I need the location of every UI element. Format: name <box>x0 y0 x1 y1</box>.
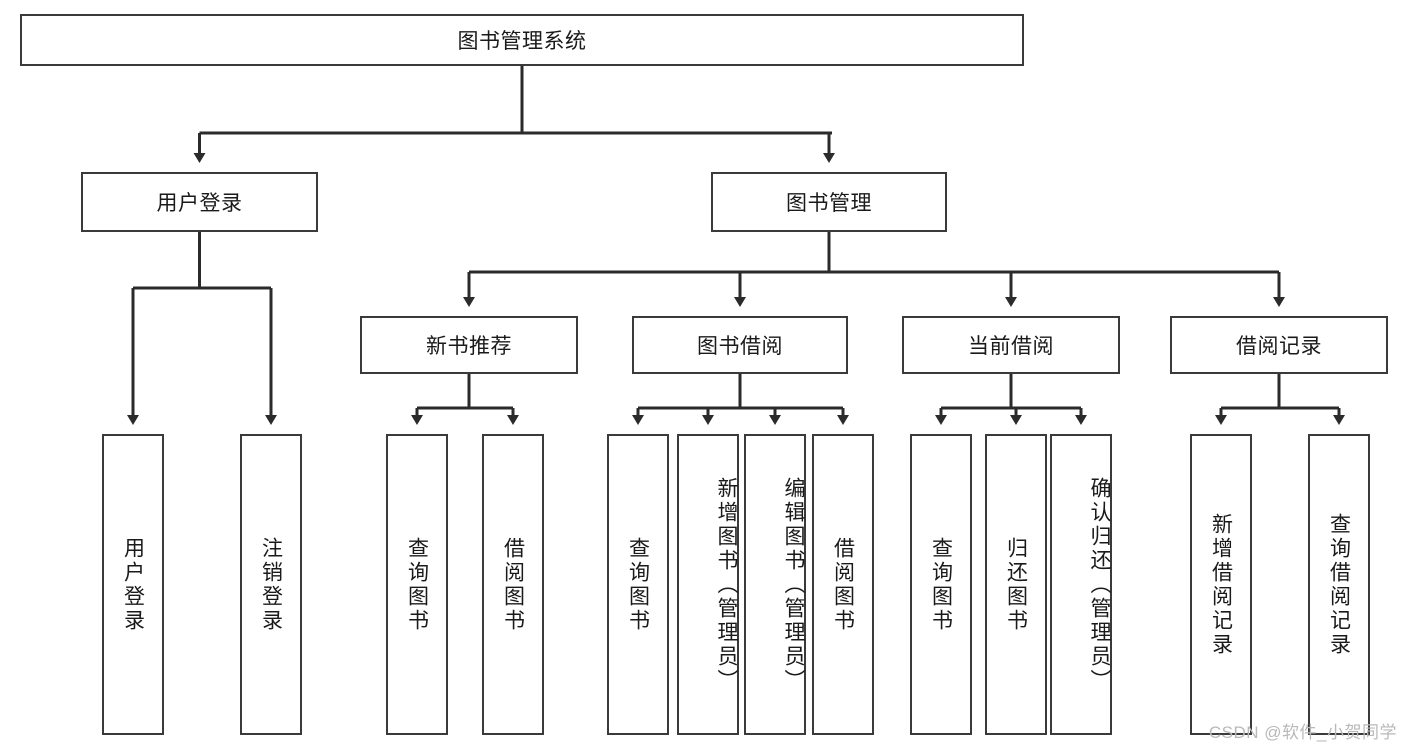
node-leaf-add-book[interactable]: 新增图书（管理员） <box>677 434 739 735</box>
node-book-manage-label: 图书管理 <box>786 192 872 215</box>
node-current-borrow[interactable]: 当前借阅 <box>902 316 1120 374</box>
node-leaf-confirm-return-label: 确认归还（管理员） <box>1088 476 1111 693</box>
node-leaf-query-book-1[interactable]: 查询图书 <box>386 434 448 735</box>
node-leaf-query-record-label: 查询借阅记录 <box>1327 512 1351 657</box>
node-leaf-return-book[interactable]: 归还图书 <box>985 434 1047 735</box>
node-leaf-edit-book[interactable]: 编辑图书（管理员） <box>744 434 806 735</box>
node-book-borrow-label: 图书借阅 <box>697 335 783 358</box>
node-leaf-logout-label: 注销登录 <box>259 536 283 633</box>
node-leaf-add-record[interactable]: 新增借阅记录 <box>1190 434 1252 735</box>
node-new-book-recommend-label: 新书推荐 <box>426 335 512 358</box>
node-new-book-recommend[interactable]: 新书推荐 <box>360 316 578 374</box>
node-leaf-query-book-3-label: 查询图书 <box>929 536 953 633</box>
node-leaf-add-record-label: 新增借阅记录 <box>1209 512 1233 657</box>
node-current-borrow-label: 当前借阅 <box>968 335 1054 358</box>
node-leaf-user-login-label: 用户登录 <box>121 536 145 633</box>
node-book-borrow[interactable]: 图书借阅 <box>632 316 848 374</box>
node-leaf-query-book-1-label: 查询图书 <box>405 536 429 633</box>
node-leaf-query-record[interactable]: 查询借阅记录 <box>1308 434 1370 735</box>
node-leaf-query-book-2[interactable]: 查询图书 <box>607 434 669 735</box>
node-leaf-query-book-2-label: 查询图书 <box>626 536 650 633</box>
node-leaf-user-login[interactable]: 用户登录 <box>102 434 164 735</box>
node-root-label: 图书管理系统 <box>457 30 587 53</box>
node-leaf-borrow-book-2[interactable]: 借阅图书 <box>812 434 874 735</box>
node-leaf-borrow-book-1[interactable]: 借阅图书 <box>482 434 544 735</box>
node-leaf-confirm-return[interactable]: 确认归还（管理员） <box>1050 434 1112 735</box>
node-leaf-query-book-3[interactable]: 查询图书 <box>910 434 972 735</box>
node-leaf-edit-book-label: 编辑图书（管理员） <box>782 476 805 693</box>
node-leaf-borrow-book-2-label: 借阅图书 <box>831 536 855 633</box>
node-user-login-label: 用户登录 <box>156 192 243 215</box>
node-borrow-record[interactable]: 借阅记录 <box>1170 316 1388 374</box>
node-user-login[interactable]: 用户登录 <box>81 172 318 232</box>
node-root[interactable]: 图书管理系统 <box>20 14 1024 66</box>
node-leaf-add-book-label: 新增图书（管理员） <box>715 476 738 693</box>
node-borrow-record-label: 借阅记录 <box>1236 335 1322 358</box>
watermark-text: CSDN @软件_小贺同学 <box>1208 723 1397 742</box>
node-leaf-return-book-label: 归还图书 <box>1004 536 1028 633</box>
node-leaf-borrow-book-1-label: 借阅图书 <box>501 536 525 633</box>
node-book-manage[interactable]: 图书管理 <box>711 172 947 232</box>
node-leaf-logout[interactable]: 注销登录 <box>240 434 302 735</box>
